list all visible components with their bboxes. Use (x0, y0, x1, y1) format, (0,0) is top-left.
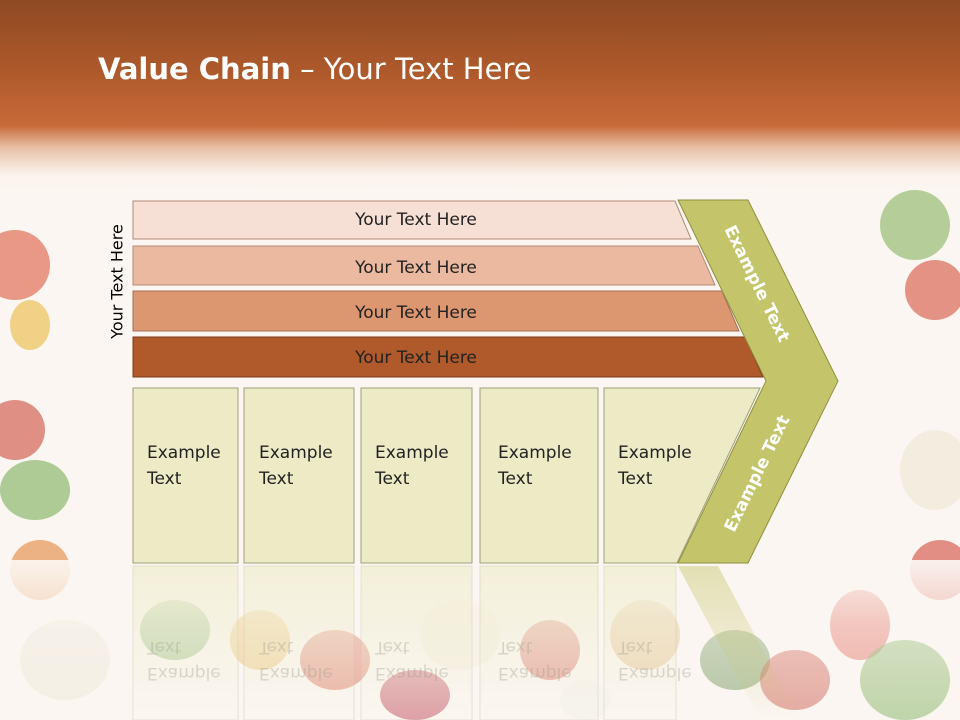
column-text-4-line2: Text (498, 469, 533, 489)
column-text-5: Example Text (618, 440, 692, 492)
column-text-3: Example Text (375, 440, 449, 492)
column-text-2-line1: Example (259, 443, 333, 463)
reflection-line1: Example (259, 663, 333, 683)
bar-label-2: Your Text Here (354, 258, 477, 278)
column-text-3-line1: Example (375, 443, 449, 463)
column-text-4: Example Text (498, 440, 572, 492)
column-box-4 (479, 387, 599, 564)
column-text-1-line2: Text (147, 469, 182, 489)
column-text-1-line1: Example (147, 443, 221, 463)
reflection-line1: Example (147, 663, 221, 683)
bar-row-1: Your Text Here (132, 200, 692, 240)
column-text-2-line2: Text (259, 469, 294, 489)
bar-label-3: Your Text Here (354, 303, 477, 323)
column-box-5 (603, 387, 761, 564)
reflection-line2: Text (498, 637, 533, 657)
page-title: Value Chain – Your Text Here (98, 52, 532, 86)
column-reflection-text-5: Example Text (618, 634, 692, 686)
column-reflection-text-2: Example Text (259, 634, 333, 686)
title-bold: Value Chain (98, 52, 291, 86)
bar-label-4: Your Text Here (354, 348, 477, 368)
reflection-line2: Text (375, 637, 410, 657)
column-text-2: Example Text (259, 440, 333, 492)
reflection-line2: Text (618, 637, 653, 657)
column-text-1: Example Text (147, 440, 221, 492)
column-box-2 (243, 387, 355, 564)
column-text-4-line1: Example (498, 443, 572, 463)
reflection-line1: Example (618, 663, 692, 683)
reflection-line2: Text (259, 637, 294, 657)
column-boxes (132, 387, 761, 564)
column-reflection-text-4: Example Text (498, 634, 572, 686)
column-box-1 (132, 387, 239, 564)
column-reflection-text-3: Example Text (375, 634, 449, 686)
reflection-line2: Text (147, 637, 182, 657)
title-rest: – Your Text Here (290, 52, 532, 86)
column-text-5-line1: Example (618, 443, 692, 463)
column-reflection-text-1: Example Text (147, 634, 221, 686)
reflection-line1: Example (498, 663, 572, 683)
column-text-5-line2: Text (618, 469, 653, 489)
bar-row-2: Your Text Here (132, 245, 716, 286)
column-box-3 (360, 387, 473, 564)
bar-row-3: Your Text Here (132, 290, 740, 332)
bar-row-4: Your Text Here (132, 336, 764, 378)
column-reflections (132, 565, 800, 720)
reflection-line1: Example (375, 663, 449, 683)
header-band (0, 0, 960, 190)
column-text-3-line2: Text (375, 469, 410, 489)
bar-label-1: Your Text Here (354, 210, 477, 230)
